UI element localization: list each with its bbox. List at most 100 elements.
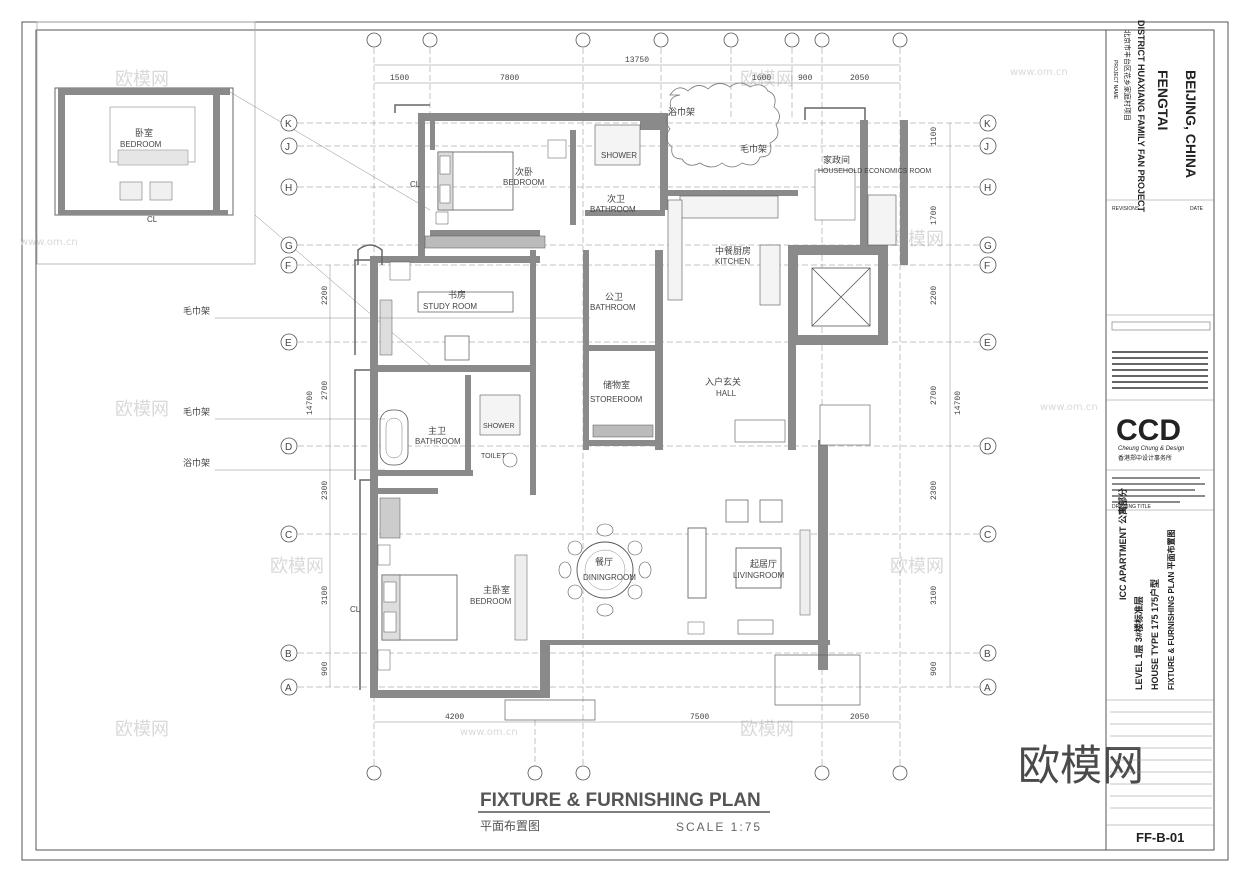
svg-text:欧模网: 欧模网 (115, 399, 169, 420)
svg-text:欧模网: 欧模网 (740, 719, 794, 740)
svg-text:H: H (285, 183, 292, 194)
svg-text:SCALE 1:75: SCALE 1:75 (676, 820, 762, 834)
svg-text:1600: 1600 (752, 74, 771, 83)
svg-text:欧模网: 欧模网 (270, 556, 324, 577)
svg-text:2200: 2200 (321, 286, 330, 305)
svg-text:公卫: 公卫 (605, 292, 623, 302)
svg-text:www.om.cn: www.om.cn (20, 237, 78, 248)
svg-text:www.om.cn: www.om.cn (460, 727, 518, 738)
svg-text:STOREROOM: STOREROOM (590, 395, 643, 404)
dimensions-top: 1500 7800 13750 1600 900 2050 (374, 56, 900, 84)
svg-text:C: C (285, 530, 292, 541)
svg-text:BATHROOM: BATHROOM (590, 303, 636, 312)
svg-text:储物室: 储物室 (603, 379, 630, 390)
svg-text:SHOWER: SHOWER (483, 423, 515, 430)
svg-text:中餐厨房: 中餐厨房 (715, 245, 751, 256)
svg-text:2050: 2050 (850, 74, 869, 83)
svg-text:3100: 3100 (930, 586, 939, 605)
grid-row-labels: KJ HG FE DC BA KJ HG FE DC BA (285, 119, 992, 694)
svg-text:PROJECT NAME: PROJECT NAME (1112, 60, 1118, 100)
titleblock: PROJECT NAME 北京市丰台区花乡家庭村项目 DISTRICT HUAX… (1106, 20, 1214, 845)
svg-text:www.om.cn: www.om.cn (1010, 67, 1068, 78)
svg-text:欧模网: 欧模网 (115, 69, 169, 90)
svg-text:SHOWER: SHOWER (601, 151, 637, 160)
svg-text:900: 900 (321, 661, 330, 676)
svg-text:平面布置图: 平面布置图 (480, 819, 540, 833)
svg-text:HALL: HALL (716, 389, 737, 398)
svg-text:次卫: 次卫 (607, 193, 625, 204)
svg-text:BEDROOM: BEDROOM (470, 597, 512, 606)
svg-text:STUDY ROOM: STUDY ROOM (423, 302, 477, 311)
svg-text:卧室: 卧室 (135, 127, 153, 138)
watermark-large: 欧模网 (1018, 741, 1144, 790)
svg-text:KITCHEN: KITCHEN (715, 257, 750, 266)
svg-text:DATE: DATE (1190, 206, 1204, 212)
svg-text:CL: CL (350, 605, 361, 614)
svg-text:Cheung Chung & Design: Cheung Chung & Design (1118, 446, 1185, 452)
grid-bubbles-top (366, 32, 908, 781)
svg-text:毛巾架: 毛巾架 (183, 406, 210, 417)
svg-text:次卧: 次卧 (515, 166, 533, 177)
svg-text:14700: 14700 (306, 391, 315, 415)
svg-text:14700: 14700 (954, 391, 963, 415)
svg-text:BEDROOM: BEDROOM (120, 140, 162, 149)
titleblock-frame (1105, 29, 1215, 851)
room-labels: 次卧 BEDROOM 次卫 BATHROOM SHOWER 浴巾架 毛巾架 家政… (350, 106, 931, 614)
svg-text:BATHROOM: BATHROOM (590, 205, 636, 214)
svg-text:D: D (984, 442, 991, 453)
svg-text:CCD: CCD (1116, 414, 1181, 447)
svg-text:2700: 2700 (930, 386, 939, 405)
svg-text:TOILET: TOILET (481, 453, 506, 460)
svg-text:FF-B-01: FF-B-01 (1136, 830, 1184, 845)
svg-text:BEDROOM: BEDROOM (503, 178, 545, 187)
inset-plan: 卧室 BEDROOM CL (36, 21, 431, 366)
svg-text:2050: 2050 (850, 713, 869, 722)
svg-text:F: F (285, 261, 291, 272)
svg-text:BEIJING, CHINA: BEIJING, CHINA (1183, 70, 1199, 178)
svg-text:A: A (984, 683, 991, 694)
grid-bubbles-rows (280, 114, 997, 696)
svg-text:900: 900 (798, 74, 813, 83)
svg-text:H: H (984, 183, 991, 194)
svg-text:2300: 2300 (930, 481, 939, 500)
svg-text:1500: 1500 (390, 74, 409, 83)
svg-text:REVISIONS: REVISIONS (1112, 206, 1140, 212)
dimensions-side: 2200 2700 14700 2300 3100 900 1100 1700 … (306, 123, 963, 687)
svg-text:欧模网: 欧模网 (115, 719, 169, 740)
svg-text:浴巾架: 浴巾架 (183, 457, 210, 468)
svg-text:毛巾架: 毛巾架 (183, 305, 210, 316)
svg-text:书房: 书房 (448, 289, 466, 300)
svg-text:CL: CL (410, 180, 421, 189)
svg-text:J: J (285, 142, 290, 153)
titleblock-fine-print (1112, 351, 1208, 389)
svg-text:7500: 7500 (690, 713, 709, 722)
drawing-title: FIXTURE & FURNISHING PLAN 平面布置图 SCALE 1:… (478, 790, 770, 834)
titleblock-address-lines (1112, 477, 1205, 503)
svg-text:餐厅: 餐厅 (595, 556, 613, 567)
svg-text:FENGTAI: FENGTAI (1155, 70, 1171, 130)
left-leaders: 毛巾架 毛巾架 浴巾架 (183, 305, 590, 471)
svg-text:毛巾架: 毛巾架 (740, 143, 767, 154)
svg-text:HOUSEHOLD ECONOMICS ROOM: HOUSEHOLD ECONOMICS ROOM (818, 168, 931, 175)
svg-text:DININGROOM: DININGROOM (583, 573, 636, 582)
svg-text:主卫: 主卫 (428, 425, 446, 436)
svg-text:CL: CL (147, 215, 158, 224)
svg-text:BATHROOM: BATHROOM (415, 437, 461, 446)
svg-text:LIVINGROOM: LIVINGROOM (733, 571, 784, 580)
svg-text:FIXTURE & FURNISHING PLAN: FIXTURE & FURNISHING PLAN (480, 790, 761, 811)
svg-text:2200: 2200 (930, 286, 939, 305)
towel-rack-cloud (666, 82, 780, 168)
walls (370, 113, 908, 698)
svg-text:3100: 3100 (321, 586, 330, 605)
svg-text:欧模网: 欧模网 (890, 556, 944, 577)
outer-frame (21, 21, 1229, 861)
svg-text:B: B (285, 649, 292, 660)
svg-text:G: G (285, 241, 293, 252)
svg-text:DRAWING TITLE: DRAWING TITLE (1112, 504, 1152, 510)
titleblock-info-rows (1110, 711, 1212, 809)
svg-text:1100: 1100 (930, 127, 939, 146)
svg-text:A: A (285, 683, 292, 694)
furniture (377, 124, 897, 721)
svg-text:香港郑中设计事务所: 香港郑中设计事务所 (1118, 454, 1172, 462)
